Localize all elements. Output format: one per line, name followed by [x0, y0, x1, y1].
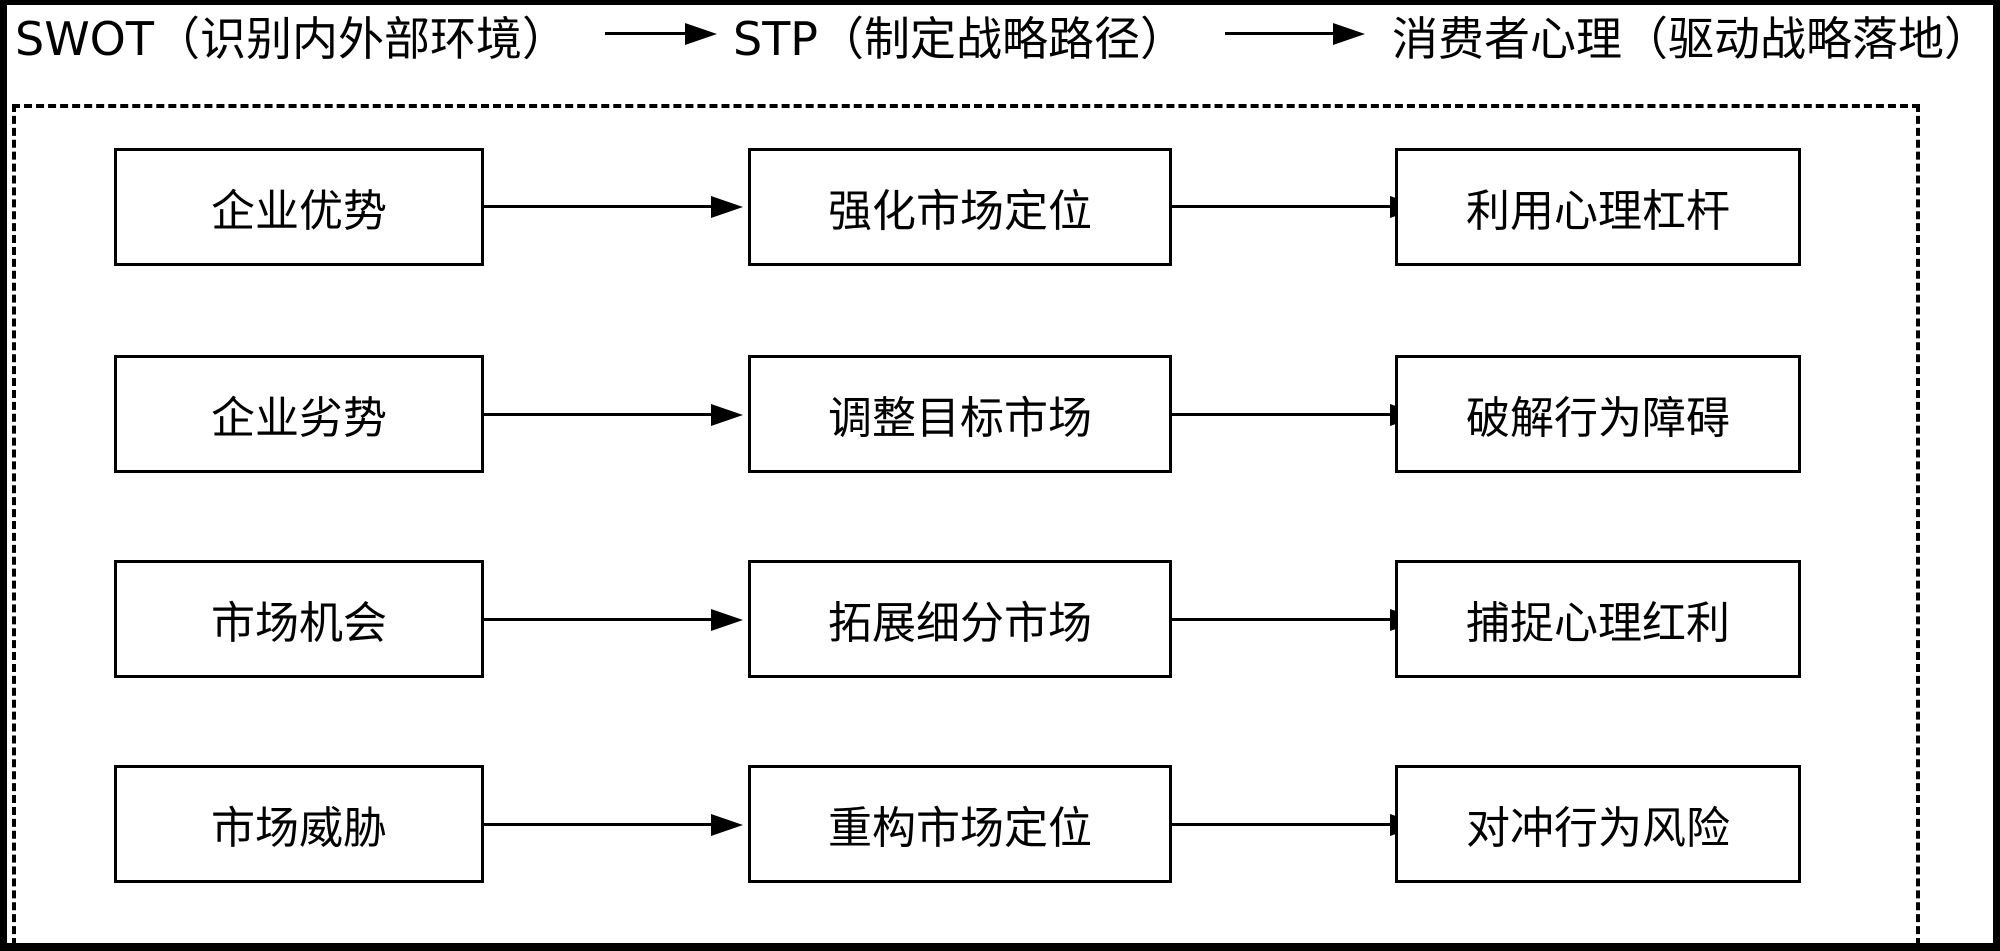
swot-box-opportunities: 市场机会	[114, 560, 484, 678]
stp-box-3: 拓展细分市场	[748, 560, 1172, 678]
stp-box-1: 强化市场定位	[748, 148, 1172, 266]
row1-arrow-2-line	[1172, 205, 1395, 208]
row4-arrow-2-line	[1172, 823, 1395, 826]
header-arrow-2-line	[1225, 32, 1337, 35]
swot-box-weaknesses: 企业劣势	[114, 355, 484, 473]
psych-box-4: 对冲行为风险	[1395, 765, 1801, 883]
dashed-frame	[12, 104, 1920, 946]
row2-arrow-2-line	[1172, 413, 1395, 416]
header-arrow-1-line	[605, 32, 690, 35]
psych-box-3: 捕捉心理红利	[1395, 560, 1801, 678]
row3-arrow-2-line	[1172, 618, 1395, 621]
swot-box-threats: 市场威胁	[114, 765, 484, 883]
header-stp-label: STP（制定战略路径）	[733, 12, 1187, 66]
swot-box-strengths: 企业优势	[114, 148, 484, 266]
row3-arrow-1-line	[484, 618, 716, 621]
header-psychology-label: 消费者心理（驱动战略落地）	[1392, 12, 1990, 66]
stp-box-4: 重构市场定位	[748, 765, 1172, 883]
row2-arrow-1-head	[711, 404, 743, 426]
psych-box-1: 利用心理杠杆	[1395, 148, 1801, 266]
psych-box-2: 破解行为障碍	[1395, 355, 1801, 473]
stp-box-2: 调整目标市场	[748, 355, 1172, 473]
header-arrow-2-head	[1333, 23, 1365, 45]
row4-arrow-1-line	[484, 823, 716, 826]
row1-arrow-1-head	[711, 196, 743, 218]
row2-arrow-1-line	[484, 413, 716, 416]
diagram-canvas: SWOT（识别内外部环境） STP（制定战略路径） 消费者心理（驱动战略落地） …	[7, 5, 1993, 946]
row1-arrow-1-line	[484, 205, 716, 208]
row4-arrow-1-head	[711, 814, 743, 836]
header-arrow-1-head	[685, 23, 717, 45]
header-swot-label: SWOT（识别内外部环境）	[15, 12, 568, 66]
row3-arrow-1-head	[711, 609, 743, 631]
